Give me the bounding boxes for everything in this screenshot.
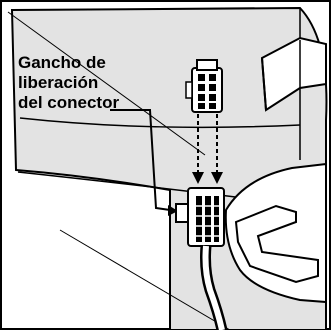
callout-line-1: Gancho de [18,53,106,72]
callout-line-3: del conector [18,93,120,112]
guide-arrowhead-right [211,172,223,184]
lower-connector [175,187,225,247]
leader-arrowhead [168,205,178,216]
wire-harness-core [202,245,225,330]
panel-lower-curve [17,171,261,201]
panel-diagonal-line [7,11,206,156]
upper-tab-face [261,57,267,111]
guide-arrowhead-left [192,172,204,184]
upper-connector [185,59,223,113]
panel-fold-line [19,117,301,129]
lower-bracket [234,204,319,284]
release-hook-callout: Gancho de liberación del conector [18,53,119,113]
callout-line-2: liberación [18,73,99,92]
panel-edge-line [59,229,231,330]
callout-leader-line [110,109,171,211]
